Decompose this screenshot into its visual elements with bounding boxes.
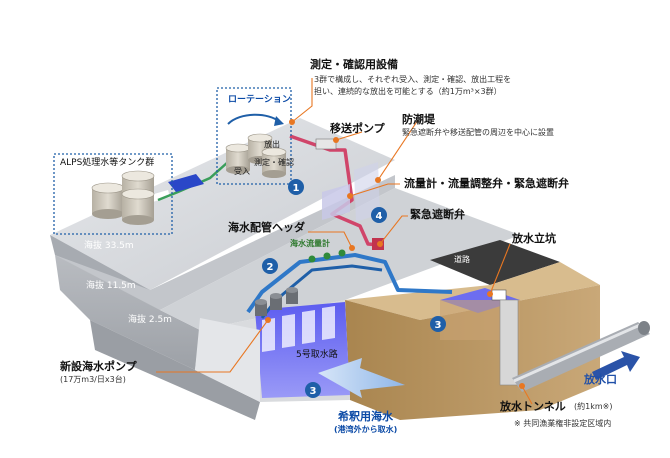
flowmeter-valves-label: 流量計・流量調整弁・緊急遮断弁 (404, 177, 569, 190)
elevation-2m: 海抜 2.5m (128, 315, 172, 325)
intake-screen (322, 306, 335, 340)
intake-screen (302, 310, 315, 344)
seawater-pump (286, 287, 298, 293)
step-marker-label: 3 (310, 386, 317, 397)
step-marker-label: 2 (267, 262, 274, 273)
tide-wall (354, 162, 380, 222)
rotation-label: ローテーション (228, 95, 291, 105)
transfer-pump (315, 138, 337, 150)
discharge-tunnel-label: 放水トンネル (500, 400, 566, 413)
release-label: 放出 (264, 140, 280, 149)
seawater-pump (270, 296, 282, 310)
discharge-tunnel-highlight (513, 323, 641, 383)
step-marker-label: 1 (293, 183, 300, 194)
measurement-facility-frame (216, 87, 292, 185)
measure-confirm-label: 測定・確認 (254, 158, 294, 167)
intake-channel-rim (195, 318, 260, 402)
discharge-shaft-box (491, 289, 507, 301)
pump-house (168, 174, 204, 192)
intake-screen (262, 318, 275, 352)
step-marker: 3 (430, 316, 446, 332)
terrace-2m (160, 188, 520, 330)
seawater-flowmeter-valve (308, 255, 316, 263)
seawater-flowmeter-valve (323, 252, 331, 260)
rotation-arrowhead-icon (274, 116, 284, 126)
seawater-pump-group (255, 287, 298, 316)
step-marker: 3 (305, 382, 321, 398)
seawater-pump (270, 293, 282, 299)
flowmeter-block (322, 184, 350, 220)
step-marker: 2 (262, 258, 278, 274)
step-marker-label: 3 (435, 320, 442, 331)
ground-section-top (345, 262, 600, 320)
measurement-facility-desc-2: 担い、連続的な放出を可能とする（約1万m³×3群） (314, 87, 502, 96)
discharge-tunnel (512, 322, 650, 392)
callout-leaders (156, 78, 533, 405)
tide-wall-desc: 緊急遮断弁や移送配管の周辺を中心に設置 (402, 128, 554, 137)
alps-tank (121, 188, 155, 225)
rotation-arrow-icon (227, 113, 281, 125)
seawater-pipe (246, 253, 453, 314)
lower-front-face (90, 320, 260, 420)
discharge-outlet-label: 放水口 (584, 373, 617, 386)
measurement-tank (261, 147, 287, 178)
intake-screen (282, 314, 295, 348)
fishing-rights-note: ※ 共同漁業権非設定区域内 (514, 419, 612, 428)
seawater-header-label: 海水配管ヘッダ (228, 221, 305, 234)
step-marker-label: 4 (376, 211, 383, 222)
dilution-seawater-arrow (318, 358, 405, 398)
measurement-tank (225, 143, 251, 174)
discharge-tunnel-note: (約1km※) (574, 402, 613, 411)
terrace-33m-top (50, 118, 395, 290)
receive-label: 受入 (234, 167, 250, 176)
callout-dots (265, 119, 525, 389)
discharge-tunnel-end (638, 321, 650, 335)
new-pump-title: 新設海水ポンプ (60, 360, 137, 373)
tide-wall-title: 防潮堤 (402, 113, 435, 126)
step-marker: 4 (371, 207, 387, 223)
discharge-shaft-label: 放水立坑 (512, 232, 556, 245)
seawater-flowmeter-label: 海水流量計 (290, 239, 330, 248)
seawater-pump (286, 290, 298, 304)
emergency-shutoff-valve-label: 緊急遮断弁 (410, 208, 465, 221)
measurement-facility-title: 測定・確認用設備 (310, 58, 398, 71)
vertical-shaft (499, 299, 519, 386)
transfer-pump-label: 移送ポンプ (330, 122, 385, 135)
elevation-11m: 海抜 11.5m (86, 281, 136, 291)
seawater-flowmeter-valve (338, 249, 346, 257)
ground-section (345, 285, 600, 420)
seawater-pump (255, 302, 267, 316)
elevation-33m: 海抜 33.5m (84, 241, 134, 251)
discharge-arrow (592, 351, 640, 380)
alps-tank-group-label: ALPS処理水等タンク群 (60, 158, 155, 168)
road-slab (430, 240, 560, 285)
road-label: 道路 (454, 255, 470, 264)
new-pump-desc: (17万m3/日x3台) (60, 375, 126, 384)
step-marker: 1 (288, 179, 304, 195)
terrace-11m (55, 255, 200, 370)
dilution-seawater-title: 希釈用海水 (338, 410, 393, 423)
seawater-pump (255, 299, 267, 305)
alps-tank (91, 182, 125, 219)
dilution-seawater-desc: (港湾外から取水) (334, 425, 398, 434)
alps-tank-group-frame (53, 153, 173, 235)
measurement-facility-desc-1: 3群で構成し、それぞれ受入、測定・確認、放出工程を (314, 75, 512, 84)
intake-channel-label: 5号取水路 (296, 350, 338, 360)
